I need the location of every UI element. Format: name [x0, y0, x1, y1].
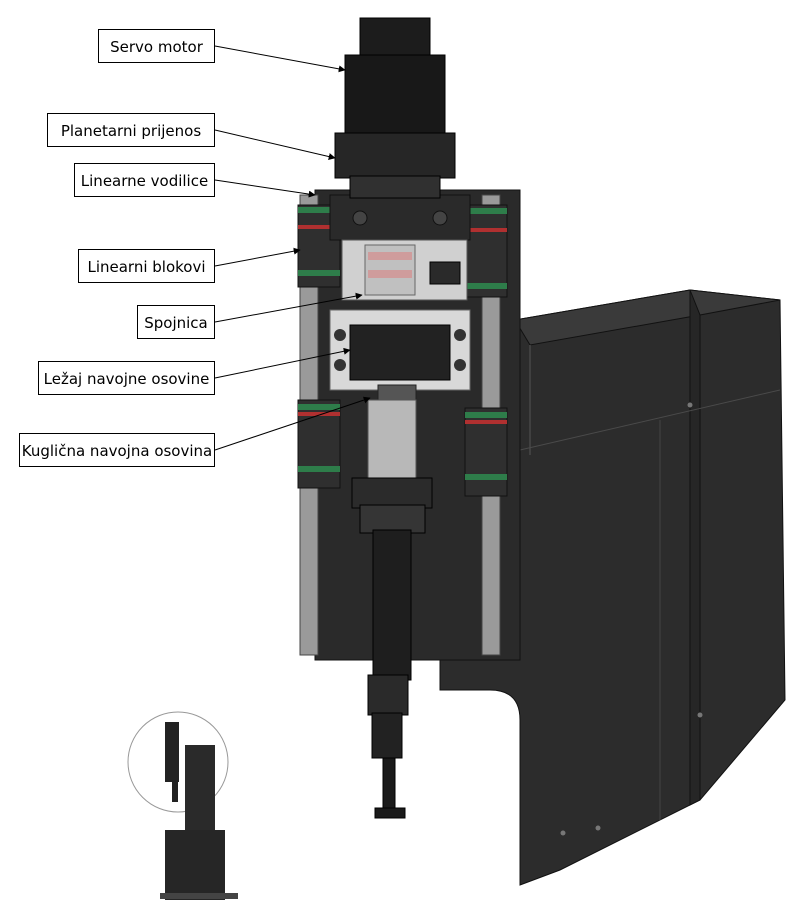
leader-lines — [214, 45, 371, 451]
block-lower-left — [297, 399, 341, 489]
coupling-window — [341, 239, 468, 301]
label-ball-screw: Kuglična navojna osovina — [19, 433, 215, 467]
motor-mount-plate — [329, 194, 471, 241]
block-lower-right — [464, 407, 508, 497]
label-servo-motor: Servo motor — [98, 29, 215, 63]
leader-linear-guides — [214, 179, 316, 198]
label-linear-guides: Linearne vodilice — [74, 163, 215, 197]
leader-linear-blocks — [214, 247, 301, 267]
block-upper-right — [464, 204, 508, 298]
label-screw-bearing: Ležaj navojne osovine — [38, 361, 215, 395]
planetary-gear-shape — [334, 132, 456, 199]
bearing-block-shape — [329, 309, 471, 391]
leader-coupling — [214, 292, 363, 323]
label-linear-blocks: Linearni blokovi — [78, 249, 215, 283]
leader-ball-screw — [214, 396, 371, 451]
ball-screw-shape — [351, 384, 433, 819]
c-frame-body — [439, 289, 786, 886]
label-coupling: Spojnica — [137, 305, 215, 339]
leader-servo-motor — [214, 45, 346, 73]
servo-motor-shape — [344, 17, 446, 136]
leader-planetary-gear — [214, 129, 336, 160]
overview-thumbnail — [127, 711, 238, 900]
leader-screw-bearing — [214, 347, 351, 379]
label-planetary-gear: Planetarni prijenos — [47, 113, 215, 147]
